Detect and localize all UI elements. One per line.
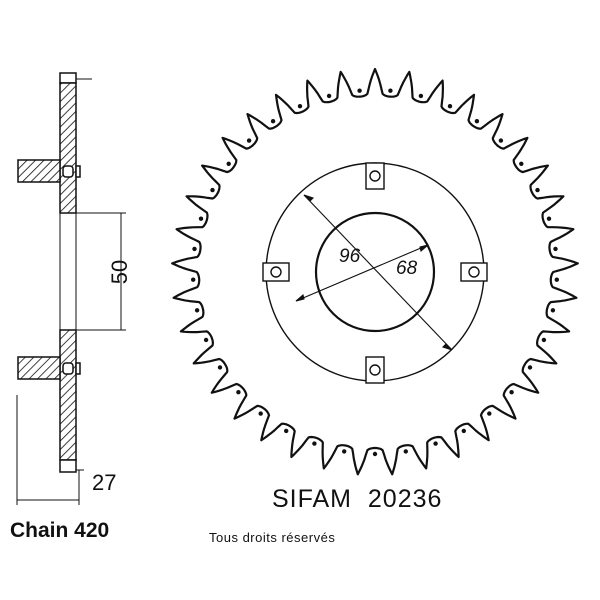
tooth-root-marker: [498, 138, 504, 143]
hub-height-dimension: [76, 212, 126, 331]
bolt-hole-bottom: [365, 356, 385, 384]
tooth-root-marker: [217, 365, 223, 370]
tooth-root-marker: [461, 428, 466, 434]
tooth-root-marker: [474, 119, 480, 124]
bolt-circle-label: 96: [339, 246, 361, 267]
side-bolt-lower-hole: [62, 362, 74, 375]
tooth-root-marker: [326, 93, 332, 99]
side-bolt-lower-nut: [75, 362, 81, 375]
bolt-hole-top: [365, 162, 385, 190]
tooth-root-marker: [198, 216, 204, 221]
thickness-label: 27: [92, 470, 116, 495]
thickness-dimension: [16, 395, 80, 505]
tooth-root-marker: [535, 187, 540, 193]
tooth-root-marker: [258, 411, 263, 416]
side-bolt-lower-head: [17, 356, 61, 380]
arrowhead-lower-right: [441, 343, 453, 351]
tooth-root-marker: [192, 246, 197, 252]
side-tooth-bottom: [59, 459, 77, 473]
side-plate-lower: [59, 329, 77, 461]
tooth-root-marker: [553, 246, 558, 252]
tooth-root-marker: [246, 138, 252, 143]
tooth-root-marker: [418, 93, 424, 99]
bore-diameter-line: [295, 244, 429, 302]
bolt-hole-left: [262, 262, 290, 282]
arrowhead-upper-left: [303, 194, 315, 202]
tooth-root-marker: [487, 411, 492, 416]
tooth-root-marker: [194, 308, 200, 313]
tooth-root-marker: [297, 104, 303, 109]
bolt-circle: [265, 162, 485, 382]
side-bolt-upper-hole: [62, 165, 74, 178]
tooth-root-markers: [191, 88, 559, 457]
arrowhead-upper-right: [419, 244, 429, 252]
sprocket-tooth-outline: [171, 67, 579, 476]
tooth-root-marker: [312, 441, 317, 446]
rights-label: Tous droits réservés: [209, 530, 335, 545]
reference-label: SIFAM 20236: [272, 485, 442, 513]
diameter-leaders: [295, 194, 453, 351]
center-bore: [314, 211, 436, 333]
sprocket-front-view: 96 68: [171, 67, 579, 476]
bolt-hole-right: [460, 262, 488, 282]
tooth-root-marker: [527, 365, 533, 370]
chain-label: Chain 420: [10, 519, 109, 542]
tooth-root-marker: [541, 337, 547, 343]
side-section-view: [17, 72, 92, 473]
tooth-root-marker: [284, 428, 289, 434]
side-plate-upper: [59, 82, 77, 214]
tooth-root-marker: [357, 88, 362, 93]
tooth-root-marker: [191, 277, 196, 282]
tooth-root-marker: [550, 308, 556, 313]
tooth-root-marker: [226, 161, 231, 166]
tooth-root-marker: [519, 161, 524, 166]
tooth-root-marker: [203, 337, 209, 343]
side-bolt-upper-head: [17, 159, 61, 183]
tooth-root-marker: [433, 441, 438, 446]
bolt-circle-diameter-line: [303, 194, 453, 351]
side-bolt-upper-nut: [75, 165, 81, 178]
tooth-root-marker: [554, 277, 559, 282]
tooth-root-marker: [509, 390, 514, 395]
tooth-root-marker: [210, 187, 215, 193]
tooth-root-marker: [447, 104, 453, 109]
side-tooth-top: [59, 72, 77, 84]
tooth-root-marker: [236, 390, 241, 395]
tooth-root-marker: [546, 216, 552, 221]
tooth-root-marker: [270, 119, 276, 124]
tooth-root-marker: [403, 449, 408, 454]
tooth-root-marker: [342, 449, 347, 454]
arrowhead-lower-left: [295, 294, 305, 302]
center-bore-label: 68: [396, 258, 418, 279]
hub-height-label: 50: [107, 260, 132, 284]
tooth-root-marker: [372, 451, 378, 457]
tooth-root-marker: [388, 88, 393, 93]
